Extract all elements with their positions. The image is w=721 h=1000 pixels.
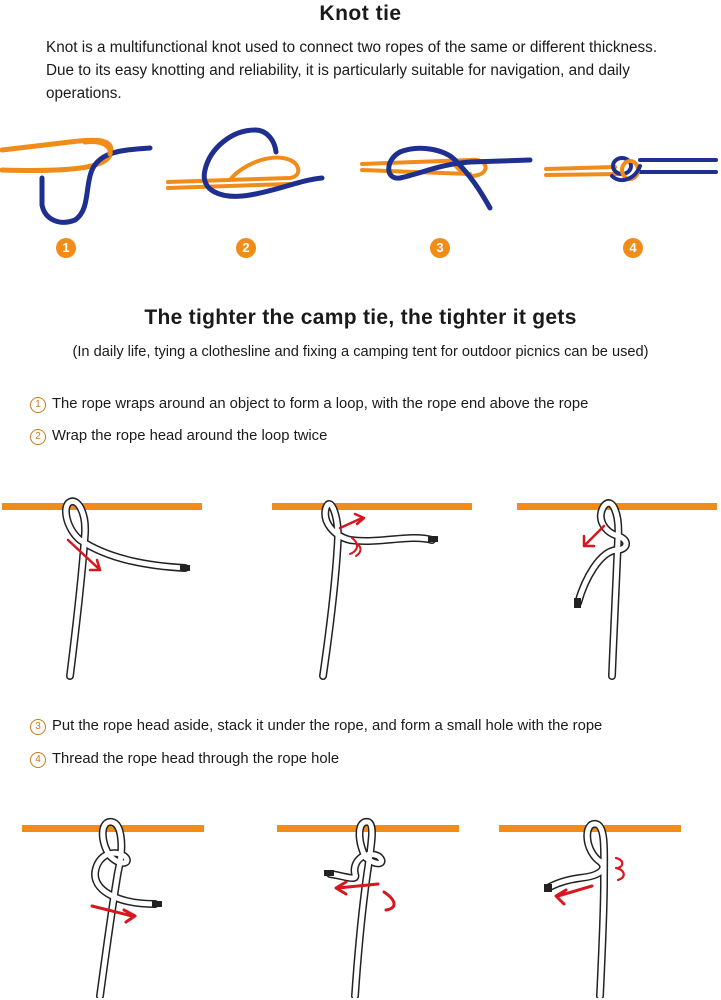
step-1-number: 1: [30, 397, 46, 413]
step-1-text: The rope wraps around an object to form …: [52, 396, 589, 412]
step-badge-2: 2: [236, 238, 256, 258]
step-badge-3: 3: [430, 238, 450, 258]
section-subnote: (In daily life, tying a clothesline and …: [72, 344, 649, 360]
step-3-text: Put the rope head aside, stack it under …: [52, 718, 603, 734]
step-badge-4: 4: [623, 238, 643, 258]
knot-diagram-3: [360, 145, 533, 211]
knot-diagram-4: [544, 156, 718, 183]
step-2-text: Wrap the rope head around the loop twice: [52, 428, 328, 444]
step-4-instruction: 4 Thread the rope head through the rope h…: [30, 751, 339, 768]
intro-paragraph: Knot is a multifunctional knot used to c…: [46, 39, 658, 102]
rope-illustrations-bottom-row: [22, 818, 681, 998]
rope-illustration-b: [272, 500, 472, 680]
step-2-instruction: 2 Wrap the rope head around the loop twic…: [30, 428, 327, 445]
rope-illustration-d: [22, 818, 204, 998]
step-1-instruction: 1 The rope wraps around an object to form…: [30, 396, 588, 413]
rope-illustration-a: [2, 497, 202, 680]
knot-diagrams-top-row: [0, 127, 718, 225]
step-3-number: 3: [30, 719, 46, 735]
knot-diagram-1: [0, 137, 153, 225]
section-subtitle: The tighter the camp tie, the tighter it…: [144, 306, 577, 329]
step-4-number: 4: [30, 752, 46, 768]
page-title: Knot tie: [319, 2, 402, 25]
rope-illustration-e: [277, 818, 459, 998]
knot-diagram-2: [166, 127, 325, 199]
step-4-text: Thread the rope head through the rope ho…: [52, 751, 340, 767]
rope-illustration-f: [499, 820, 681, 998]
step-2-number: 2: [30, 429, 46, 445]
rope-illustrations-middle-row: [2, 497, 717, 680]
step-3-instruction: 3 Put the rope head aside, stack it under…: [30, 718, 602, 735]
step-badge-1: 1: [56, 238, 76, 258]
rope-illustration-c: [517, 499, 717, 680]
